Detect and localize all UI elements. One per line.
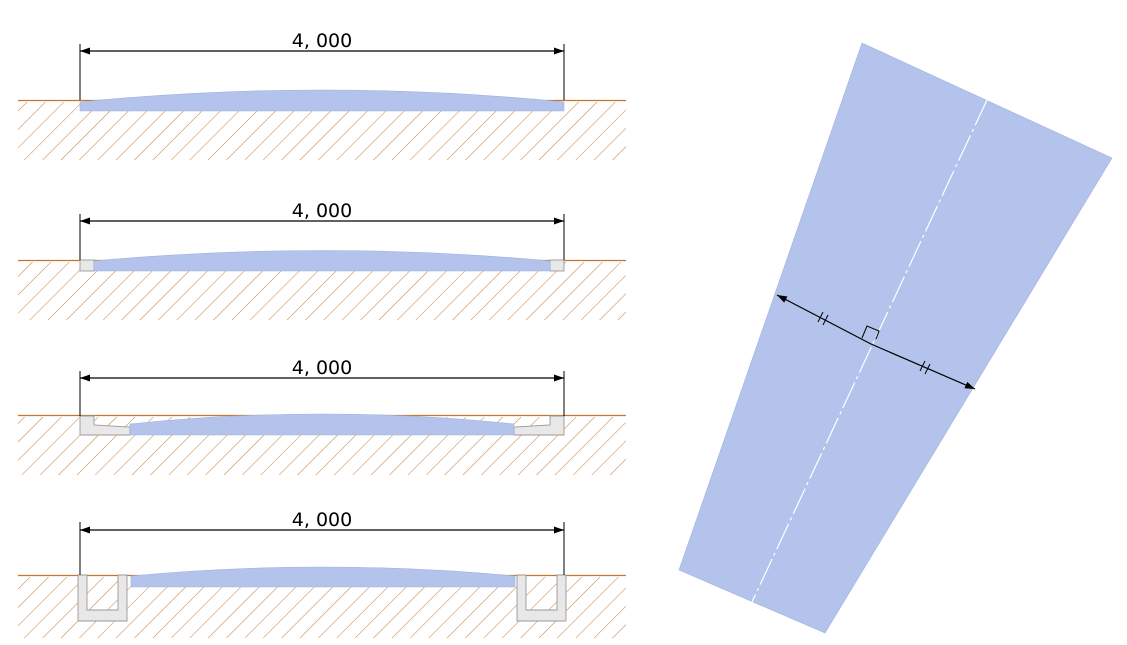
road-plan-view <box>678 42 1113 634</box>
width-dimension-right <box>870 343 976 390</box>
dimension-label: 4, 000 <box>292 357 352 379</box>
equal-width-mark-right <box>919 360 931 375</box>
dimension-label: 4, 000 <box>292 30 352 52</box>
cross-section-4: 4, 000 <box>18 509 626 638</box>
road-plan-surface <box>678 42 1113 634</box>
u-ditch-left <box>77 574 128 622</box>
dimension-label: 4, 000 <box>292 200 352 222</box>
curb-block-right <box>549 259 565 272</box>
curb-block-left <box>79 259 95 272</box>
u-ditch-right <box>516 574 567 622</box>
cross-section-2: 4, 000 <box>18 200 626 320</box>
cross-section-1: 4, 000 <box>18 30 626 160</box>
width-dimension-left <box>776 294 872 345</box>
right-angle-mark <box>861 325 880 340</box>
equal-width-mark-left <box>817 311 829 326</box>
road-pavement <box>79 89 565 112</box>
dimension-label: 4, 000 <box>292 509 352 531</box>
ground-hatch <box>18 102 626 160</box>
road-pavement <box>129 413 515 436</box>
road-pavement <box>93 250 551 272</box>
ground-hatch <box>18 262 626 320</box>
road-centerline <box>751 99 988 603</box>
cross-section-3: 4, 000 <box>18 357 626 475</box>
road-pavement <box>130 566 516 588</box>
